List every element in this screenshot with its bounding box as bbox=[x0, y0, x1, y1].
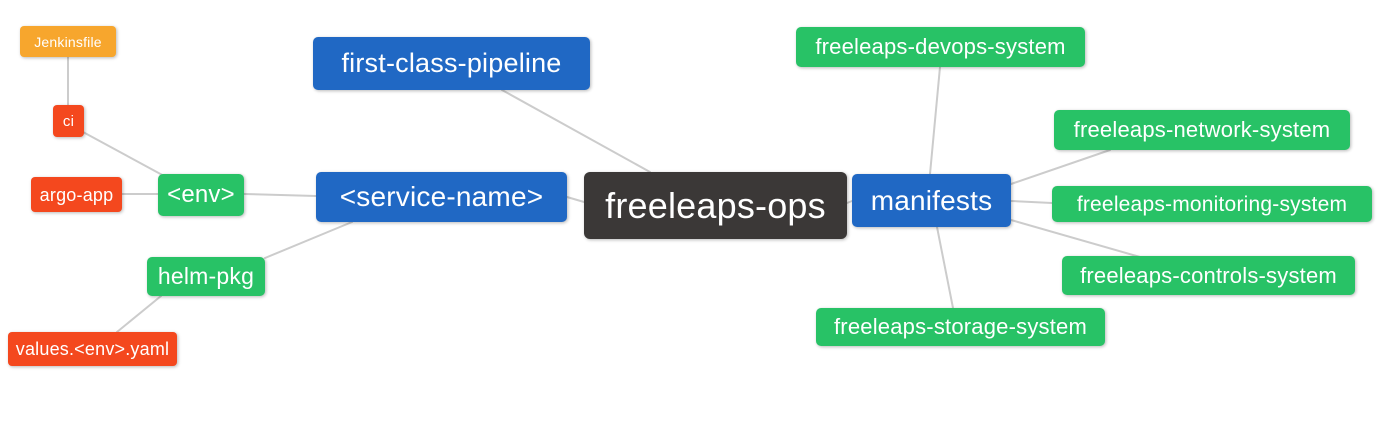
edge-manifests-to-freeleaps-controls-system bbox=[1010, 219, 1141, 258]
node-values-env-yaml[interactable]: values.<env>.yaml bbox=[8, 332, 177, 366]
node-env[interactable]: <env> bbox=[158, 174, 244, 216]
edge-manifests-to-freeleaps-devops-system bbox=[929, 66, 941, 175]
node-freeleaps-controls-system[interactable]: freeleaps-controls-system bbox=[1062, 256, 1355, 295]
edge-helm-pkg-to-service-name bbox=[264, 221, 353, 259]
edge-first-class-pipeline-to-freeleaps-ops bbox=[501, 89, 651, 173]
edge-manifests-to-freeleaps-storage-system bbox=[936, 226, 954, 309]
node-ci[interactable]: ci bbox=[53, 105, 84, 137]
edge-manifests-to-freeleaps-monitoring-system bbox=[1010, 200, 1053, 204]
edge-ci-to-env bbox=[82, 131, 167, 178]
edge-env-to-service-name bbox=[243, 193, 317, 197]
node-argo-app[interactable]: argo-app bbox=[31, 177, 122, 212]
node-manifests[interactable]: manifests bbox=[852, 174, 1011, 227]
node-freeleaps-devops-system[interactable]: freeleaps-devops-system bbox=[796, 27, 1085, 67]
node-freeleaps-storage-system[interactable]: freeleaps-storage-system bbox=[816, 308, 1105, 346]
edge-manifests-to-freeleaps-network-system bbox=[1010, 149, 1111, 185]
edge-service-name-to-freeleaps-ops bbox=[566, 196, 585, 203]
node-first-class-pipeline[interactable]: first-class-pipeline bbox=[313, 37, 590, 90]
node-jenkinsfile[interactable]: Jenkinsfile bbox=[20, 26, 116, 57]
node-freeleaps-ops[interactable]: freeleaps-ops bbox=[584, 172, 847, 239]
node-freeleaps-monitoring-system[interactable]: freeleaps-monitoring-system bbox=[1052, 186, 1372, 222]
node-helm-pkg[interactable]: helm-pkg bbox=[147, 257, 265, 296]
node-service-name[interactable]: <service-name> bbox=[316, 172, 567, 222]
edge-values-env-yaml-to-helm-pkg bbox=[116, 295, 162, 333]
node-freeleaps-network-system[interactable]: freeleaps-network-system bbox=[1054, 110, 1350, 150]
